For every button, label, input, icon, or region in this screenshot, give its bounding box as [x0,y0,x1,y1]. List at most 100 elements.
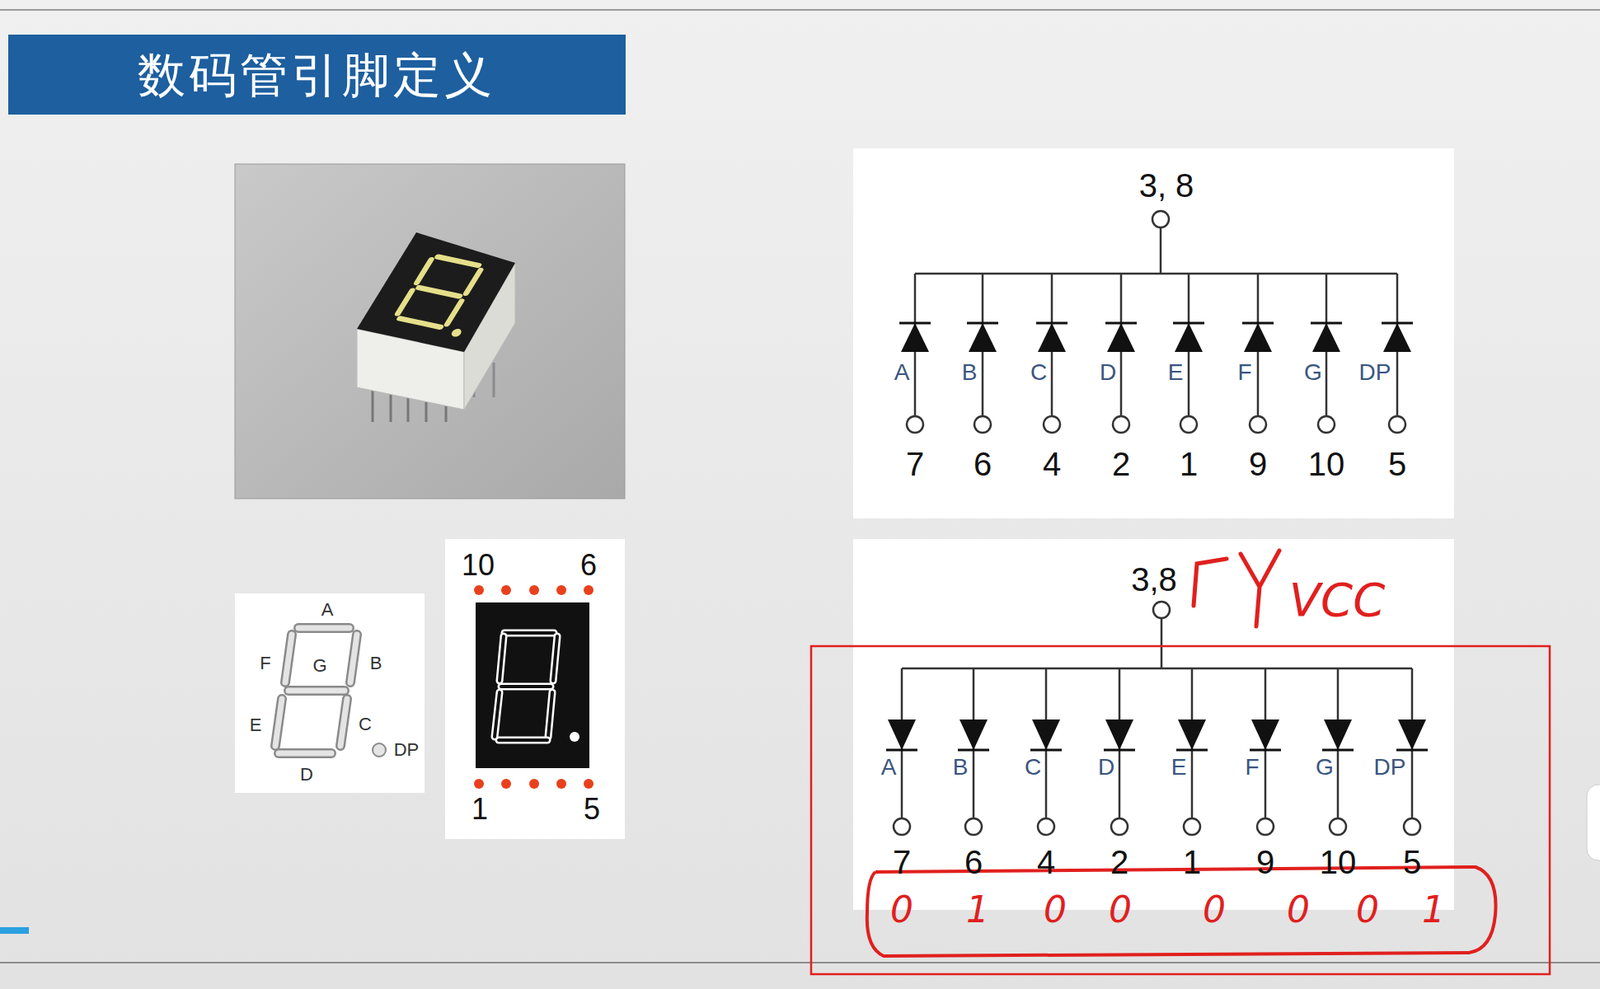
hand-loop [867,867,1497,957]
pin-number: 1 [471,794,488,825]
diode-symbol [1312,323,1341,352]
segment-fill [340,699,348,747]
segment-inner [499,636,504,681]
segment-name: DP [394,741,420,760]
segment-name: E [249,716,263,735]
segment-fill [275,699,282,747]
pin-number: 6 [580,550,597,581]
display-face [356,232,516,352]
display-pin [492,362,496,398]
diode-symbol [1177,719,1206,751]
pin-dot [583,778,594,789]
pin-terminal [1257,818,1274,836]
segment-name: B [961,361,978,385]
diode-bar [899,322,931,325]
bus-wire [901,667,1413,671]
diode-symbol [1251,719,1280,751]
pin-label: 3, 8 [1139,168,1195,202]
pin-number: 9 [1248,447,1267,481]
pin-number: 7 [892,845,911,879]
pin-terminal [1112,416,1130,433]
pin-terminal [1403,818,1421,836]
highlight-box [811,646,1550,975]
top-rule [0,9,1600,11]
hand-bit: 0 [1108,891,1132,929]
hand-stroke [1193,558,1227,606]
segment-outline [501,683,551,691]
segment-name: E [1171,755,1188,779]
hand-bit: 1 [966,891,990,929]
diode-symbol [1323,719,1352,751]
diode-bar [1105,322,1137,325]
segment-name: B [952,755,969,779]
segment-name: F [1244,755,1259,779]
hand-bit: 1 [1421,891,1446,929]
common-pin [1153,601,1170,619]
bus-wire [914,272,1398,276]
wire [1159,227,1163,274]
lit-segment [446,300,461,324]
segment-name: A [881,755,897,779]
slide-title: 数码管引脚定义 [137,51,496,99]
pin-number: 5 [1388,447,1407,481]
pin-terminal [1180,416,1197,433]
segment-fill [298,625,350,632]
segment-name: DP [1374,755,1407,779]
hand-bit: 0 [1286,891,1310,929]
dp-segment [372,743,386,757]
pin-terminal [906,416,924,433]
segment-outline [548,692,553,737]
pin-number: 6 [964,845,983,879]
diode-bar [1103,749,1136,752]
pin-number: 4 [1042,447,1061,481]
segment-name: A [321,600,334,620]
lit-dot [450,328,464,338]
segment-outline [504,629,554,638]
segment-name: C [1030,361,1047,385]
hand-stroke [1240,550,1280,627]
pin-number: 2 [1110,845,1129,879]
lit-segment [465,270,480,294]
bottom-rule [0,961,1600,964]
segment-name: G [312,656,327,676]
segment-outline [340,699,348,747]
segment-fill [285,634,292,683]
pin-terminal [974,416,991,433]
pin-number: 10 [1319,845,1357,879]
diode-symbol [1243,323,1272,352]
segment-outline [298,623,350,634]
side-card [1586,784,1600,861]
pin-number: 10 [461,550,495,581]
segment-inner [504,631,554,635]
dp-dot [569,731,580,742]
segment-name: D [1099,361,1117,385]
lit-segment [418,287,460,297]
segment-name: F [259,654,271,673]
pin-number: 9 [1256,845,1275,879]
common-pin [1152,211,1169,228]
diode-symbol [887,719,916,751]
hand-bit: 0 [890,891,914,929]
hand-bit: 0 [1202,891,1226,929]
schematic-panel [853,539,1455,911]
segment-name: G [1315,755,1334,779]
diode-bar [1242,322,1274,325]
diode-symbol [959,719,988,751]
photo-frame [234,164,625,499]
diode-bar [966,322,999,325]
diode-bar [957,749,990,752]
segment-name: C [1024,755,1042,779]
diode-symbol [1032,719,1061,751]
diode-symbol [968,323,997,352]
segment-inner [494,692,500,737]
pin-dot [556,778,567,789]
pin-terminal [1249,416,1267,433]
diode-bar [1396,749,1428,752]
pin-number: 10 [1308,447,1346,481]
diode-bar [1249,749,1281,752]
display-pin [371,387,375,423]
segment-outline [553,636,558,681]
pin-terminal [893,818,911,836]
